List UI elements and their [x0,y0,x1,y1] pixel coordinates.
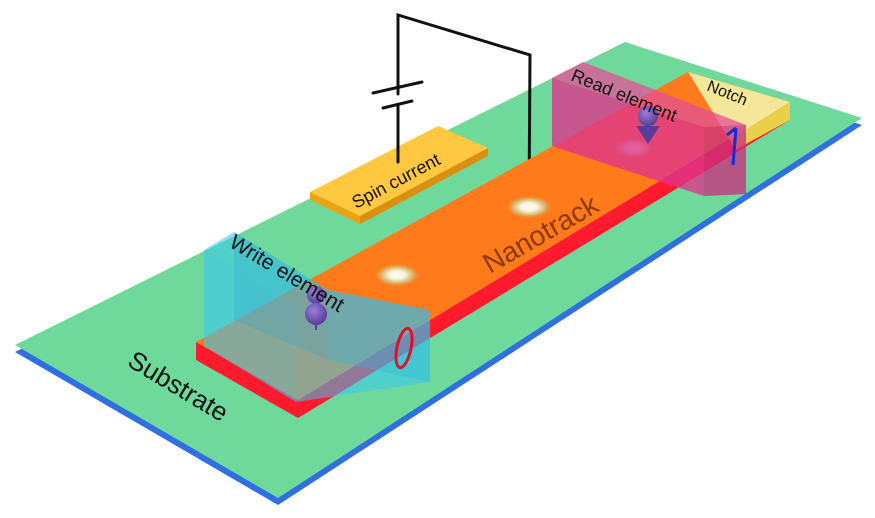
bit-one-line [731,127,738,166]
spin-current-pad [310,126,488,224]
nanotrack-side-front [196,342,298,418]
read-spin-marker [636,106,660,144]
battery-plate-short [381,99,414,110]
bit-indicators: 0 1 [0,0,738,370]
skyrmion [505,195,553,219]
write-element-box [204,232,430,402]
bit-one-label: 1 [0,0,1,1]
battery-plate-long [371,80,424,95]
bit-zero-label: 0 [0,0,1,1]
circuit-wire [371,12,532,206]
bit-zero-ring [394,326,414,370]
skyrmion [373,263,421,287]
write-spin-marker [305,286,327,330]
